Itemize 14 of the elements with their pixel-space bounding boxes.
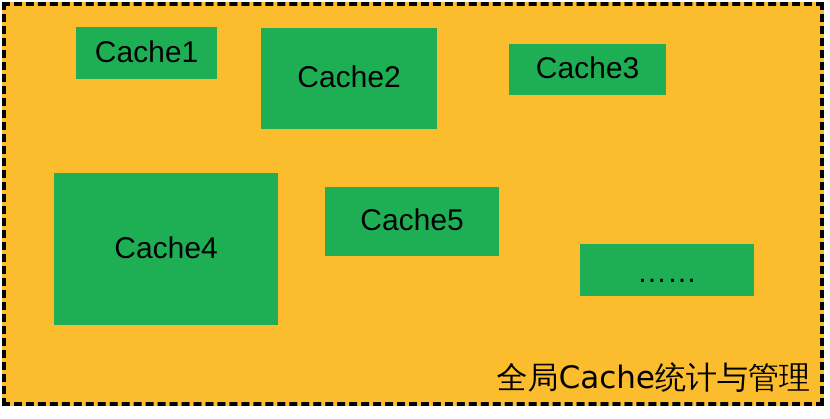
- cache-region: [2, 2, 824, 406]
- cache-block: [261, 28, 437, 129]
- cache-label: Cache4: [114, 232, 218, 266]
- cache-block: [325, 187, 499, 256]
- cache-block: [580, 244, 754, 296]
- cache-block: [76, 27, 217, 79]
- cache-label: Cache3: [536, 52, 640, 87]
- region-title: 全局Cache统计与管理: [496, 360, 810, 397]
- cache-label: ……: [637, 256, 697, 290]
- cache-block: [509, 44, 666, 95]
- cache-block: [54, 173, 278, 325]
- cache-label: Cache2: [297, 61, 401, 96]
- cache-label: Cache5: [360, 204, 464, 239]
- cache-label: Cache1: [94, 36, 198, 70]
